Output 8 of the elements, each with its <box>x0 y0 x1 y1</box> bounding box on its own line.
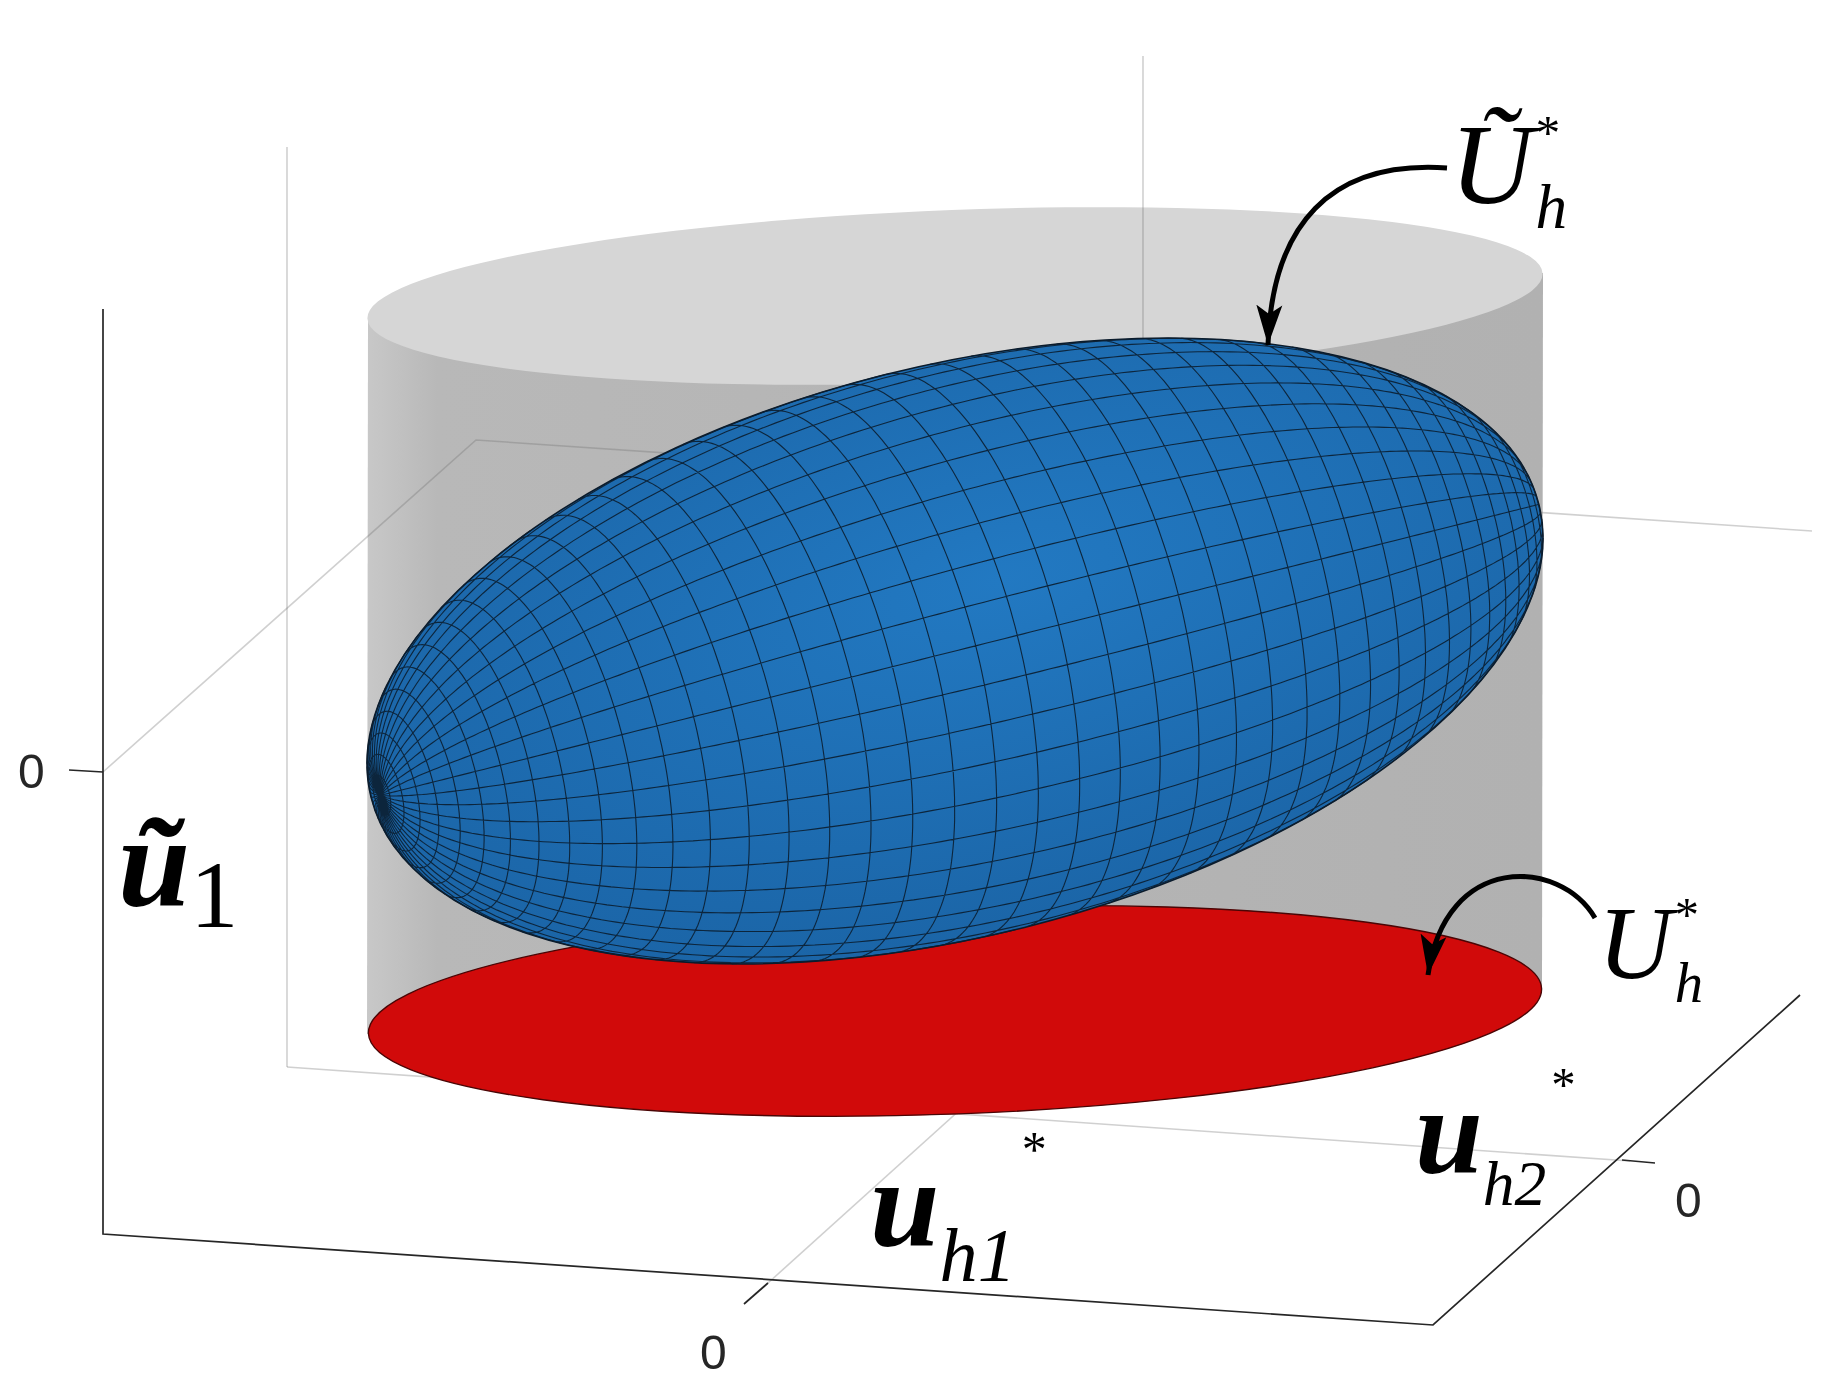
tick-label: 0 <box>700 1329 728 1378</box>
tick-label: 0 <box>1675 1177 1703 1226</box>
axis-label: ũ$_{1}$ <box>118 796 240 939</box>
disc <box>367 905 1543 1117</box>
curved-arrow <box>1258 165 1448 346</box>
ellipsoid-mesh <box>366 337 1544 965</box>
curved-arrow <box>1423 874 1597 976</box>
tick-label: 0 <box>18 748 46 797</box>
